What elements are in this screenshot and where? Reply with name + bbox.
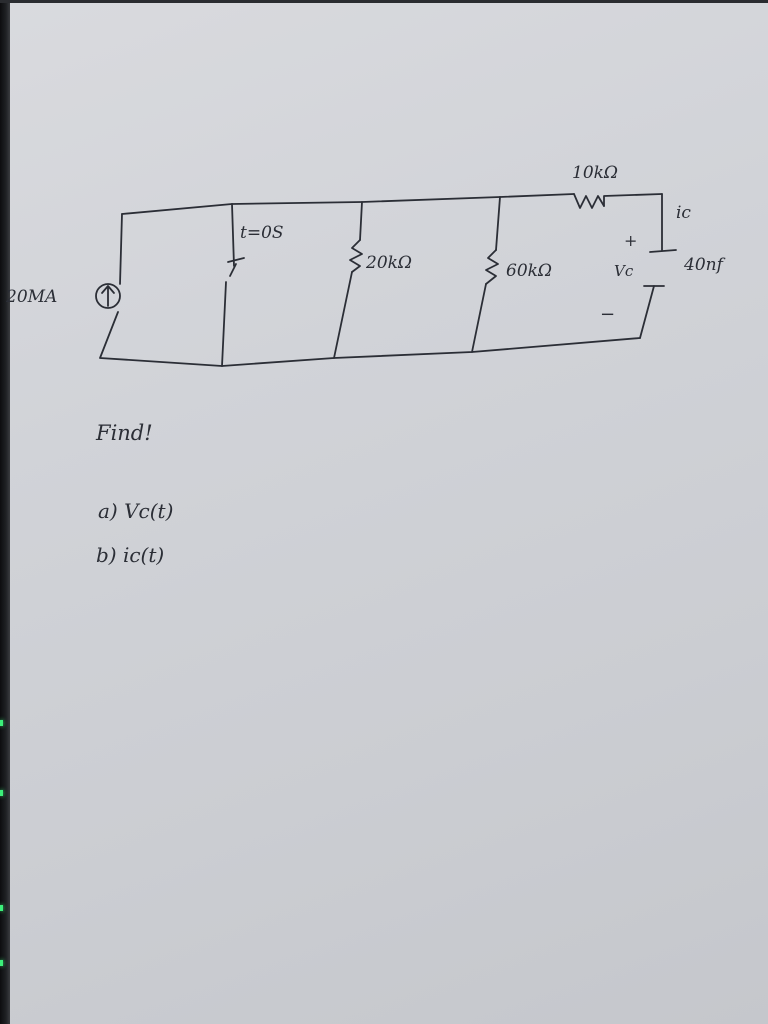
resistor-10k-zigzag [573,193,605,209]
current-source-icon [95,283,121,309]
bottom-wire [221,337,641,367]
ic-label: ic [676,203,691,223]
switch-wire-top [231,203,235,267]
keyboard-led [0,790,3,796]
source-label: 20MA [5,287,57,307]
part-b: b) ic(t) [96,543,164,567]
resistor-60k-wire-top [495,196,501,251]
capacitor-wire-bottom [639,285,655,339]
paper-sheet [6,2,768,1024]
top-wire-left [121,203,233,215]
top-wire-mid [231,196,501,205]
resistor-10k-wire-left [499,193,575,198]
part-a: a) Vc(t) [98,499,173,523]
resistor-20k-wire-bottom [333,271,353,359]
capacitor-label: 40nf [683,255,726,275]
resistor-60k-wire-bottom [471,283,487,353]
capacitor-plate-top [649,249,677,253]
resistor-20k-label: 20kΩ [365,253,412,273]
find-heading: Find! [95,421,153,445]
switch-blade [227,257,245,277]
resistor-20k-zigzag [349,239,363,273]
plus-sign: + [624,231,637,250]
keyboard-led [0,960,3,966]
resistor-60k-label: 60kΩ [506,261,552,281]
resistor-60k-zigzag [485,249,499,285]
resistor-20k-wire-top [359,201,363,241]
arrow-up-icon [101,285,115,307]
keyboard-led [0,905,3,911]
vc-label: Vc [614,262,634,280]
switch-wire-bottom [221,281,227,367]
left-wire-lower [99,311,223,367]
top-edge [0,0,768,3]
resistor-10k-label: 10kΩ [572,163,618,183]
resistor-10k-wire-right [603,193,663,207]
minus-sign: − [600,304,615,325]
keyboard-led [0,720,3,726]
desk-edge [0,0,10,1024]
left-wire-upper [119,213,123,285]
switch-label: t=0S [240,223,284,243]
